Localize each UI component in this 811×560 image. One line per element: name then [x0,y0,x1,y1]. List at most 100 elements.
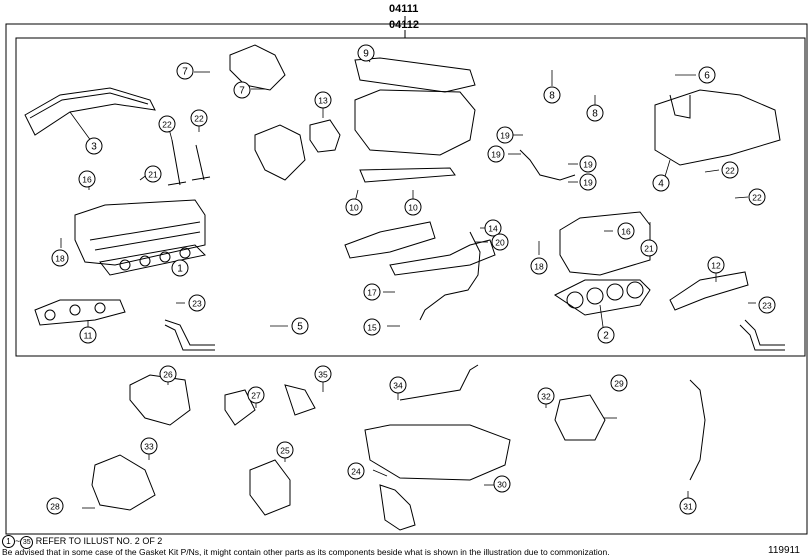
callout-number: 24 [351,467,361,477]
callout-number: 1 [177,264,183,275]
callout-number: 16 [621,227,631,237]
callout-circle [363,318,381,336]
callout-number: 21 [148,170,158,180]
callout-number: 3 [91,142,97,153]
callout-c16b: 16 [617,222,635,240]
callout-number: 8 [592,109,598,120]
illustration-id: 119911 [768,545,800,556]
range-separator: ~ [15,536,21,546]
callout-circle [404,198,422,216]
callout-circle [159,365,177,383]
callout-circle [496,126,514,144]
callout-number: 19 [491,150,501,160]
callout-c23b: 23 [758,296,776,314]
callout-number: 7 [239,86,245,97]
callout-circle [51,249,69,267]
callout-number: 7 [182,67,188,78]
callout-circle [247,386,265,404]
callout-c24: 24 [347,462,365,480]
callout-circle [158,115,176,133]
callout-circle [597,326,615,344]
callout-circle [491,233,509,251]
callout-c14: 14 [484,219,502,237]
callout-number: 34 [393,381,403,391]
callout-c20: 20 [491,233,509,251]
callout-c2: 2 [597,326,615,344]
callout-circle [276,441,294,459]
callout-c35: 35 [314,365,332,383]
kit-bracket-lines [5,16,808,535]
callout-c19c: 19 [579,155,597,173]
callout-number: 18 [55,254,65,264]
callout-number: 26 [163,370,173,380]
callout-c15: 15 [363,318,381,336]
callout-circle [345,198,363,216]
callout-circle [640,239,658,257]
callout-number: 32 [541,392,551,402]
callout-circle [188,294,206,312]
callout-number: 14 [488,224,498,234]
callout-number: 4 [658,179,664,190]
callout-circle [537,387,555,405]
callout-circle [144,165,162,183]
refer-text: REFER TO ILLUST NO. 2 OF 2 [35,536,163,546]
callout-circle [314,365,332,383]
callout-circle [707,256,725,274]
callout-circle [484,219,502,237]
callout-c8b: 8 [586,104,604,122]
callout-circle [579,173,597,191]
callout-number: 13 [318,96,328,106]
callout-c28: 28 [46,497,64,515]
callout-c23a: 23 [188,294,206,312]
callout-circle [291,317,309,335]
callout-c9: 9 [357,44,375,62]
callout-c6: 6 [698,66,716,84]
callout-number: 6 [704,71,710,82]
callout-c1: 1 [171,259,189,277]
callout-c32: 32 [537,387,555,405]
callout-circle [487,145,505,163]
callout-circle [493,475,511,493]
callout-number: 33 [144,442,154,452]
callout-c21a: 21 [144,165,162,183]
callout-c16a: 16 [78,170,96,188]
callout-c26: 26 [159,365,177,383]
callout-number: 12 [711,261,721,271]
callout-c22a: 22 [158,115,176,133]
callout-number: 22 [194,114,204,124]
callout-c30: 30 [493,475,511,493]
callout-c22c: 22 [721,161,739,179]
callout-c27: 27 [247,386,265,404]
callout-c11: 11 [79,326,97,344]
callout-c10b: 10 [404,198,422,216]
callout-number: 20 [495,238,505,248]
callout-c21b: 21 [640,239,658,257]
callout-circle [85,137,103,155]
callout-circle [652,174,670,192]
callout-number: 31 [683,502,693,512]
kit-code-inner: 04112 [389,19,419,31]
callout-c8a: 8 [543,86,561,104]
callout-number: 23 [192,299,202,309]
callout-c4: 4 [652,174,670,192]
callout-number: 5 [297,322,303,333]
callout-c19d: 19 [579,173,597,191]
callout-circle [758,296,776,314]
callout-circle [579,155,597,173]
callout-number: 2 [603,331,609,342]
callout-number: 30 [497,480,507,490]
callout-circle [698,66,716,84]
refer-line: 1~35 REFER TO ILLUST NO. 2 OF 2 [2,535,162,549]
callout-circle [543,86,561,104]
callout-number: 27 [251,391,261,401]
callout-circle [233,81,251,99]
callout-circle [586,104,604,122]
callout-number: 19 [583,160,593,170]
callout-circle [721,161,739,179]
callout-number: 35 [318,370,328,380]
range-start-badge: 1 [2,535,15,548]
callout-c17: 17 [363,283,381,301]
callout-number: 17 [367,288,377,298]
